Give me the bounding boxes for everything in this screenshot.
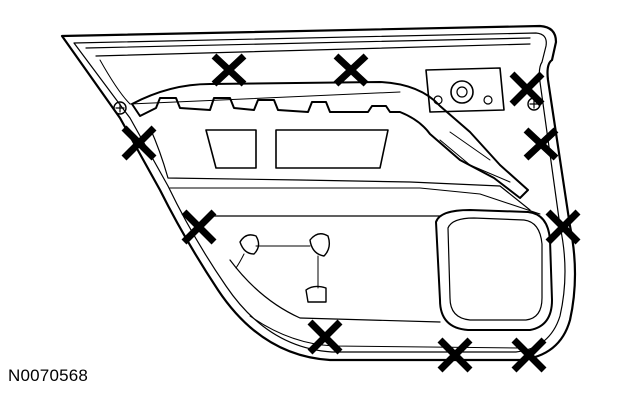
- door-lock-bezel: [425, 67, 505, 113]
- clip-marker-4: [121, 125, 157, 161]
- clip-marker-10: [511, 337, 547, 373]
- clip-marker-7: [545, 209, 581, 245]
- pull-cup-outer: [435, 209, 553, 331]
- screw-left-top: [113, 101, 127, 115]
- panel-outer-outline: [60, 24, 577, 362]
- armrest-upper-outline: [131, 81, 529, 199]
- switch-cutout-right: [275, 129, 389, 169]
- door-lock-knob-inner: [456, 86, 468, 98]
- top-rail-inner: [99, 59, 401, 105]
- clip-marker-2: [333, 53, 369, 87]
- clip-marker-3: [509, 71, 545, 107]
- switch-cutout-left: [205, 129, 257, 169]
- pocket-clip-lower: [305, 285, 327, 303]
- armrest-ledge: [169, 187, 541, 215]
- pocket-clip-right: [309, 233, 331, 257]
- screw-right-top-slot: [529, 99, 539, 109]
- top-rail: [85, 37, 531, 57]
- wiring-harness: [235, 245, 319, 289]
- panel-inner-outline: [73, 32, 566, 353]
- bezel-screw-left: [433, 95, 443, 105]
- clip-marker-9: [437, 337, 473, 373]
- clip-marker-6: [181, 209, 217, 245]
- lower-pocket-outline: [209, 215, 441, 323]
- bezel-screw-right: [483, 95, 493, 105]
- armrest-lower-line: [149, 127, 531, 211]
- door-lock-knob: [450, 80, 474, 104]
- pull-cup-inner: [447, 217, 543, 321]
- armrest-ridge: [439, 131, 511, 183]
- clip-marker-1: [211, 53, 247, 87]
- figure-reference-code: N0070568: [8, 366, 89, 385]
- clip-marker-8: [307, 319, 343, 355]
- clip-marker-5: [523, 127, 559, 161]
- pocket-clip-left: [239, 234, 260, 255]
- screw-left-top-slot: [115, 103, 125, 113]
